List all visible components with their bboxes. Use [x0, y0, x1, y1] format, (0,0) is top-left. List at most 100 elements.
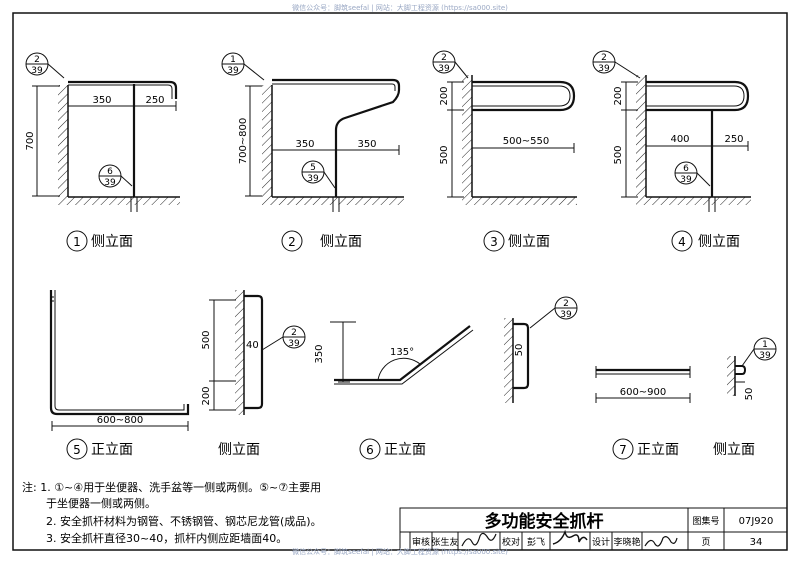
note-line-1: 注: 1. ①~④用于坐便器、洗手盆等一侧或两侧。⑤~⑦主要用: [22, 480, 321, 494]
view-7-side-name: 侧立面: [713, 442, 755, 458]
review-name: 张生友: [431, 536, 458, 548]
view-5-side-dim-40: 40: [246, 340, 259, 351]
title-block: [399, 507, 788, 551]
view-2-name: 侧立面: [320, 234, 362, 250]
view-5-front-drawing: [49, 290, 190, 431]
svg-text:1: 1: [230, 55, 236, 65]
view-2-dim-700-800: 700~800: [238, 118, 249, 165]
page-number: 34: [750, 537, 763, 548]
grab-bar: [513, 322, 530, 390]
wall-hatch: [58, 85, 68, 197]
note-line-4: 3. 安全抓杆直径30~40，抓杆内侧应距墙面40。: [46, 531, 287, 545]
svg-text:39: 39: [438, 64, 450, 74]
view-4-name: 侧立面: [698, 234, 740, 250]
svg-text:7: 7: [619, 443, 627, 457]
view-5-name: 正立面: [91, 442, 133, 458]
design-label: 设计: [592, 536, 610, 548]
svg-text:4: 4: [678, 235, 686, 249]
view-6-angle: 135°: [390, 347, 414, 358]
grab-bar: [68, 80, 178, 99]
atlas-label: 图集号: [692, 515, 719, 527]
view-5-caption: 5 正立面: [66, 438, 133, 460]
signature-review: [461, 532, 497, 547]
view-6-front-drawing: [330, 321, 474, 385]
view-7-front-drawing: [595, 366, 691, 403]
grab-bar: [272, 78, 401, 197]
atlas-number: 07J920: [739, 516, 774, 527]
svg-text:3: 3: [490, 235, 498, 249]
view-6-caption: 6 正立面: [359, 438, 426, 460]
svg-text:39: 39: [227, 66, 239, 76]
note-line-3: 2. 安全抓杆材料为钢管、不锈钢管、钢芯尼龙管(成品)。: [46, 514, 322, 528]
view-4-drawing: [621, 75, 751, 212]
svg-text:2: 2: [563, 299, 569, 309]
sheet-border: [12, 12, 788, 551]
notes: 注: 1. ①~④用于坐便器、洗手盆等一侧或两侧。⑤~⑦主要用 于坐便器一侧或两…: [22, 480, 322, 545]
signature-check: [552, 529, 588, 545]
view-5-side-dim-200: 200: [201, 386, 212, 405]
grab-bar: [472, 80, 576, 112]
view-3-drawing: [447, 75, 577, 205]
view-2-ref-bottom: 5 39: [301, 160, 336, 189]
note-line-2: 于坐便器一侧或两侧。: [46, 497, 156, 510]
view-4-ref-bottom: 6 39: [674, 161, 711, 187]
view-2-ref-top: 1 39: [221, 52, 265, 81]
svg-text:39: 39: [307, 174, 319, 184]
view-2-dim-350-b: 350: [357, 139, 376, 150]
watermark-bottom: 微信公众号：脚筑seefal | 网站：大脚工程资源 (https://sa00…: [292, 548, 508, 556]
ref-sheet: 39: [31, 66, 43, 76]
design-name: 李晓艳: [613, 536, 640, 548]
view-6-side-drawing: [504, 318, 530, 403]
grab-bar: [334, 325, 471, 382]
svg-text:6: 6: [366, 443, 374, 457]
view-7-name: 正立面: [637, 442, 679, 458]
view-3-ref: 2 39: [432, 50, 469, 79]
view-7-dim-600-900: 600~900: [620, 387, 667, 398]
review-label: 审核: [412, 536, 430, 548]
svg-text:39: 39: [560, 310, 572, 320]
view-3-caption: 3 侧立面: [483, 230, 550, 252]
grab-bar: [646, 80, 750, 112]
svg-text:6: 6: [683, 164, 689, 174]
svg-text:5: 5: [310, 163, 316, 173]
svg-text:2: 2: [288, 235, 296, 249]
svg-text:2: 2: [291, 328, 297, 338]
view-5-side-dim-500: 500: [201, 330, 212, 349]
view-5-side-drawing: [209, 290, 264, 415]
view-2-caption: 2 侧立面: [281, 230, 362, 252]
view-6-name: 正立面: [384, 442, 426, 458]
svg-text:39: 39: [288, 339, 300, 349]
view-1-name: 侧立面: [91, 234, 133, 250]
view-5-side-ref: 2 39: [261, 325, 306, 351]
view-3-dim-500: 500: [439, 145, 450, 164]
view-7-side-ref: 1 39: [741, 337, 777, 367]
view-4-dim-200: 200: [613, 86, 624, 105]
view-4-dim-250: 250: [724, 134, 743, 145]
svg-text:39: 39: [598, 64, 610, 74]
view-7-side-dim-50: 50: [744, 388, 755, 401]
svg-text:1: 1: [73, 235, 81, 249]
svg-text:2: 2: [441, 53, 447, 63]
view-1-dim-250: 250: [145, 95, 164, 106]
view-4-caption: 4 侧立面: [671, 230, 740, 252]
view-3-dim-500-550: 500~550: [503, 136, 550, 147]
drawing-title: 多功能安全抓杆: [485, 511, 604, 532]
view-6-side-ref: 2 39: [529, 296, 578, 329]
svg-text:39: 39: [759, 351, 771, 361]
view-2-dim-350-a: 350: [295, 139, 314, 150]
view-6-dim-350: 350: [314, 344, 325, 363]
view-1-caption: 1 侧立面: [66, 230, 133, 252]
view-1-dim-350: 350: [92, 95, 111, 106]
view-1-ref-top: 2 39: [25, 52, 65, 79]
view-7-side-drawing: [727, 356, 747, 396]
ref-num: 6: [107, 167, 113, 177]
page-label: 页: [701, 537, 710, 548]
view-5-side-name: 侧立面: [218, 442, 260, 458]
svg-text:1: 1: [762, 340, 768, 350]
view-4-dim-500: 500: [613, 145, 624, 164]
view-6-side-dim-50: 50: [514, 344, 525, 357]
check-name: 彭飞: [527, 536, 545, 548]
view-1-dim-700: 700: [25, 131, 36, 150]
view-4-dim-400: 400: [670, 134, 689, 145]
